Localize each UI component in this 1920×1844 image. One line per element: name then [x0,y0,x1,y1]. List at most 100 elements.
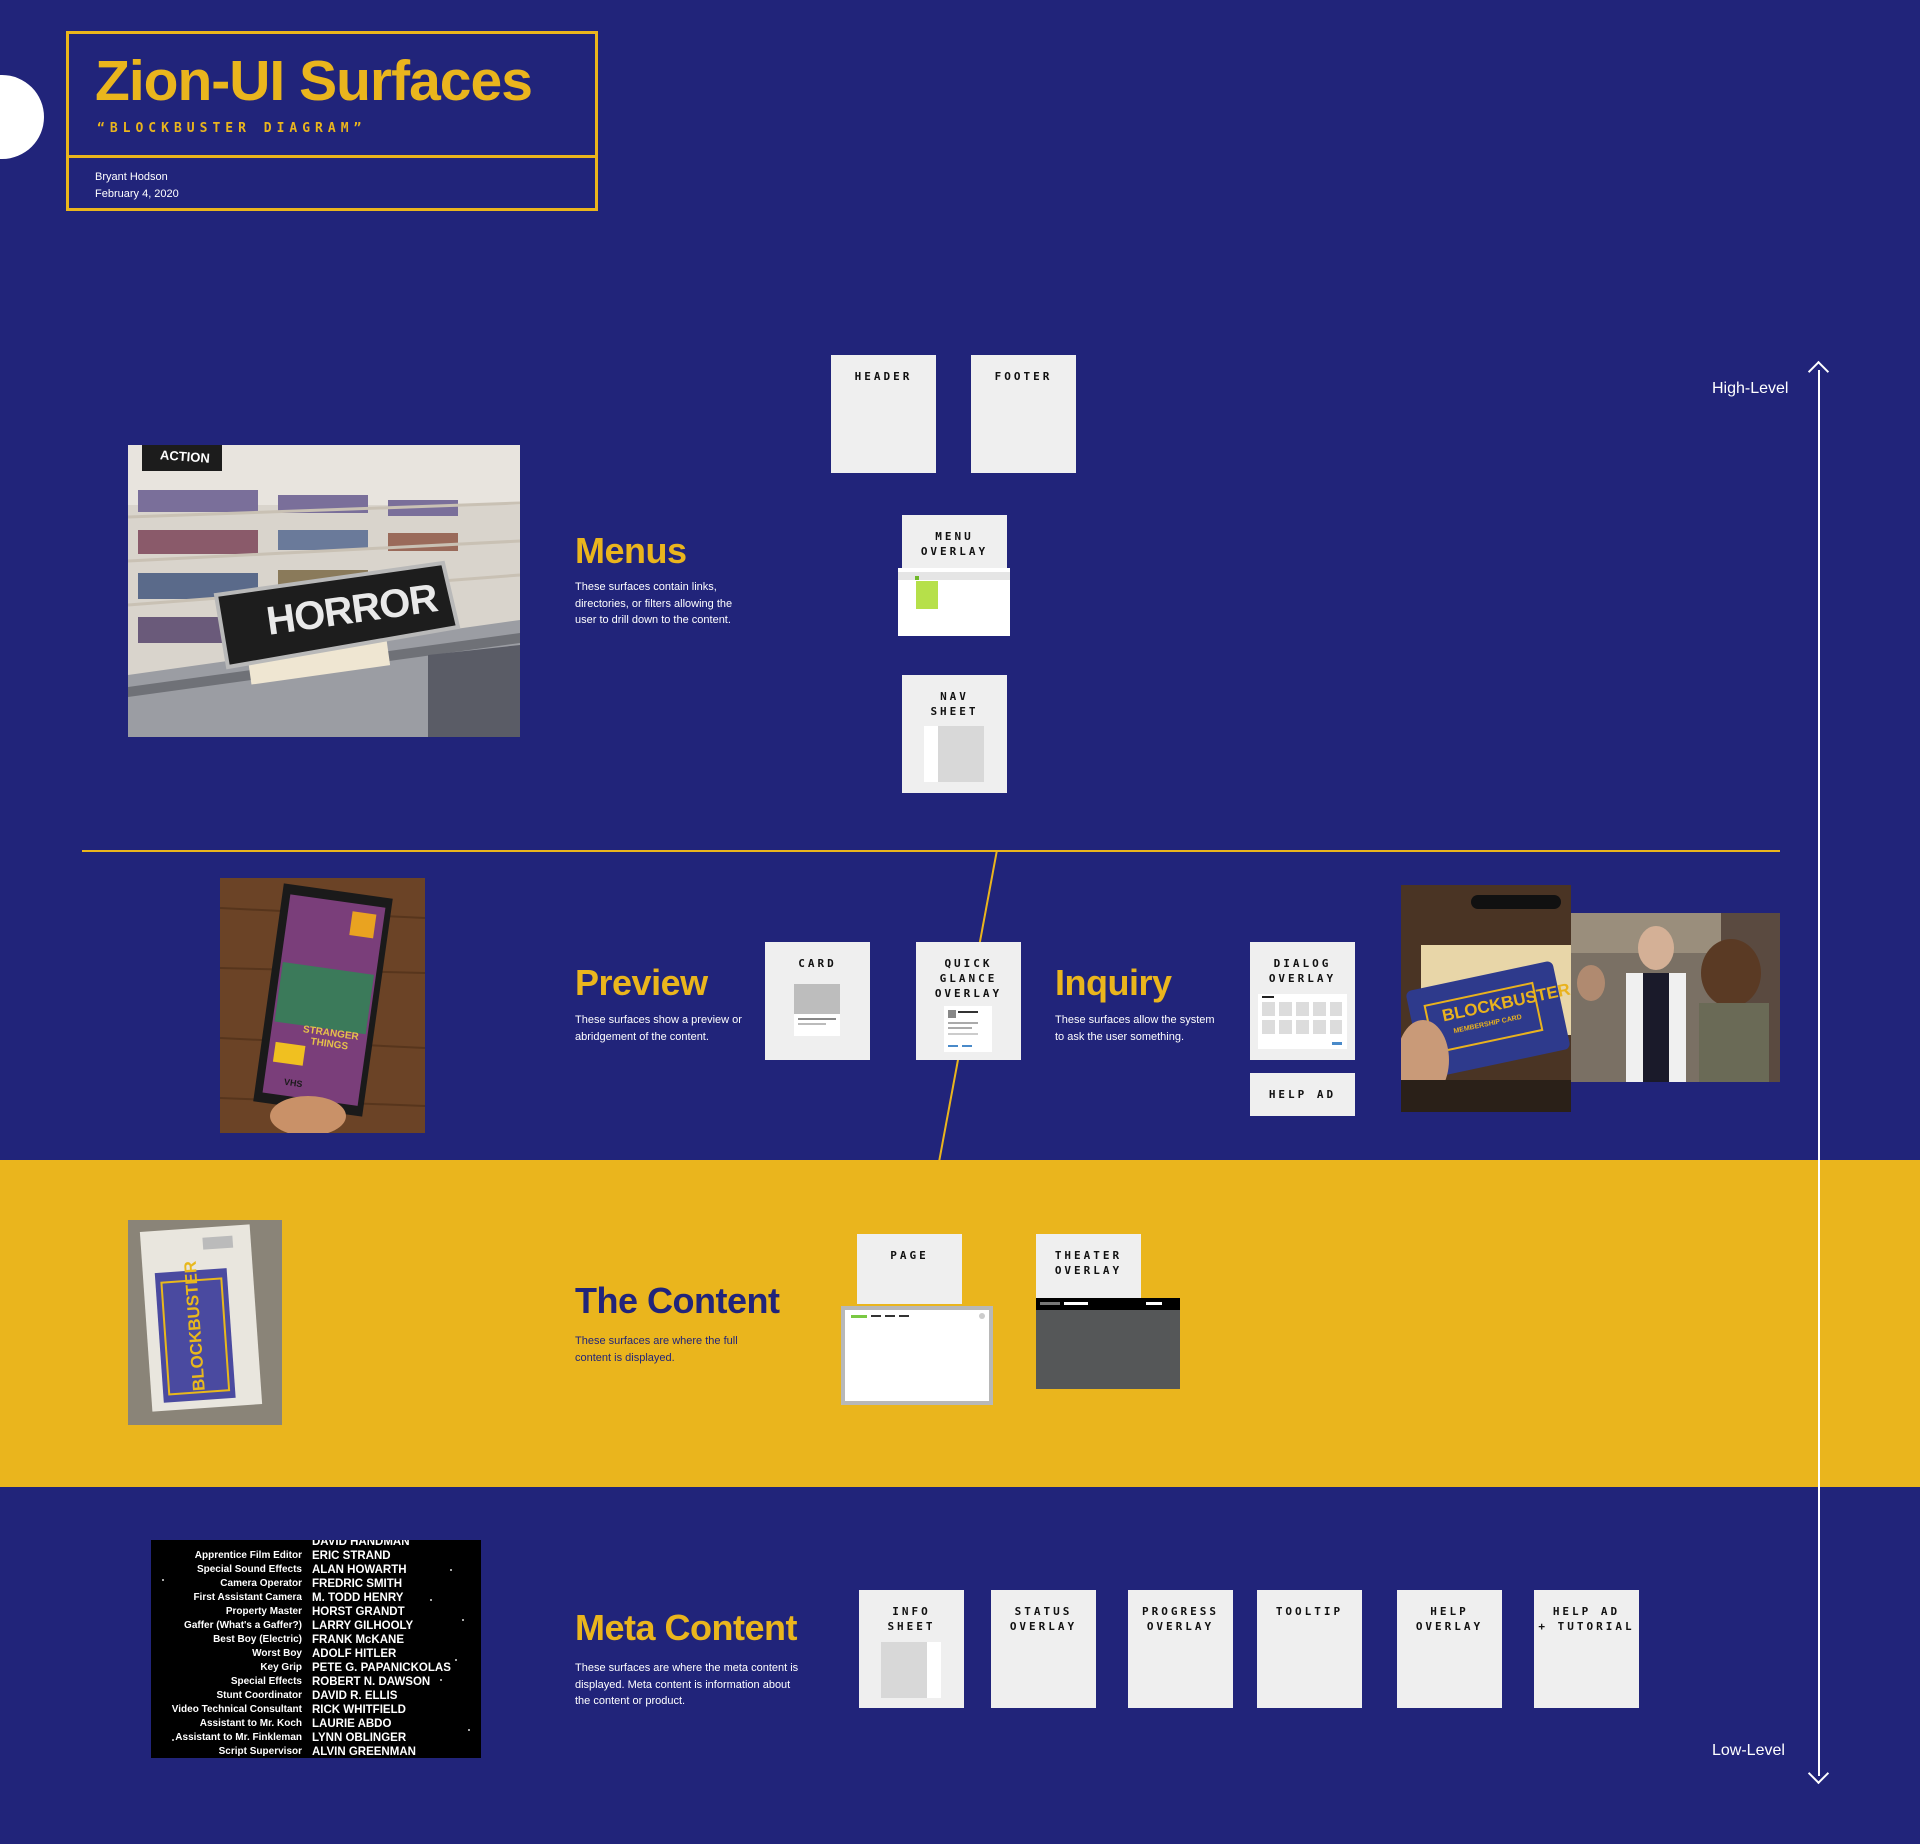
content-title: The Content [575,1280,780,1321]
page-illustration [841,1306,993,1405]
nav-sheet-drawer-illustration [924,726,938,782]
axis-high-label: High-Level [1712,380,1789,397]
decorative-circle [0,75,44,159]
footer-surface: FOOTER [971,355,1076,473]
horror-shelf-photo: ACTION HORROR [128,445,520,737]
meta-description: These surfaces are where the meta conten… [575,1662,799,1707]
help-ad-surface: HELP AD [1250,1073,1355,1116]
help-overlay-label: HELP OVERLAY [1415,1605,1484,1633]
card-surface: CARD [765,942,870,1060]
page-logo-illustration [851,1315,867,1318]
page-avatar-illustration [979,1313,985,1319]
date: February 4, 2020 [95,188,179,200]
nav-sheet-label: NAV SHEET [930,690,979,718]
credit-role: Camera Operator [220,1578,302,1589]
meta-title: Meta Content [575,1607,798,1648]
level-axis [1818,370,1820,1776]
theater-icons-illustration [1146,1302,1162,1305]
credit-role: Key Grip [260,1662,302,1673]
info-sheet-panel-illustration [927,1642,941,1698]
inquiry-description: These surfaces allow the system to ask t… [1055,1014,1215,1043]
qg-action-illustration [962,1045,972,1047]
quick-glance-label: QUICK GLANCE OVERLAY [934,957,1003,1000]
dialog-illustration [1258,994,1347,1049]
card-text-line [798,1023,826,1025]
menu-dropdown-illustration [916,581,938,609]
tooltip-surface: TOOLTIP [1257,1590,1362,1708]
menu-overlay-label: MENU OVERLAY [920,530,989,558]
dialog-overlay-label: DIALOG OVERLAY [1268,957,1337,985]
header-surface: HEADER [831,355,936,473]
credits-row: Special Sound Effects ALAN HOWARTH [151,1563,481,1577]
menu-overlay-illustration [898,568,1010,636]
credit-role: Special Effects [230,1676,302,1687]
stranger-things-vhs-photo: STRANGER THINGS VHS [220,878,425,1133]
credits-row: Gaffer (What's a Gaffer?)LARRY GILHOOLY [151,1619,481,1633]
page-nav-illustration [871,1315,881,1317]
card-text-line [798,1018,836,1020]
page-subtitle: “BLOCKBUSTER DIAGRAM” [97,121,367,136]
card-illustration [794,984,840,1036]
credit-role: Video Technical Consultant [171,1704,302,1715]
credit-name: RICK WHITFIELD [312,1704,406,1716]
title-rule [69,155,595,158]
credit-name: FRANK McKANE [312,1634,404,1646]
credit-name: FREDRIC SMITH [312,1578,403,1590]
credits-row: Script Supervisor ALVIN GREENMAN [151,1745,481,1758]
card-image-illustration [794,984,840,1014]
page-surface: PAGE [857,1234,962,1304]
author: Bryant Hodson [95,171,168,183]
menus-title: Menus [575,530,687,571]
credit-name: HORST GRANDT [312,1606,405,1618]
credit-role: Special Sound Effects [196,1564,302,1575]
credit-role: Script Supervisor [218,1746,302,1757]
credit-role: Assistant to Mr. Finkleman [175,1732,302,1743]
qg-text-line [948,1022,978,1024]
theater-overlay-label: THEATER OVERLAY [1054,1249,1123,1277]
credits-row: Worst Boy ADOLF HITLER [151,1647,481,1661]
theater-controls-illustration [1040,1302,1060,1305]
title-meta: Bryant Hodson February 4, 2020 [95,169,179,203]
menu-overlay-surface: MENU OVERLAY [902,515,1007,575]
preview-description: These surfaces show a preview or abridge… [575,1014,742,1043]
title-block: Zion-UI Surfaces “BLOCKBUSTER DIAGRAM” B… [66,31,598,211]
credits-row: Special Effects ROBERT N. DAWSON [151,1675,481,1689]
help-ad-label: HELP AD [1268,1088,1337,1101]
credit-name: ROBERT N. DAWSON [312,1676,431,1688]
membership-card-photo: BLOCKBUSTER MEMBERSHIP CARD [1401,885,1571,1112]
progress-overlay-surface: PROGRESS OVERLAY [1128,1590,1233,1708]
credit-role: First Assistant Camera [193,1592,302,1603]
credits-row: Camera Operator FREDRIC SMITH [151,1577,481,1591]
theater-title-illustration [1064,1302,1088,1305]
theater-illustration [1036,1298,1180,1389]
illustration-bar [898,572,1010,580]
credit-name: ALVIN GREENMAN [312,1746,416,1758]
credits-row: Assistant to Mr. Koch LAURIE ABDO [151,1717,481,1731]
credits-row: DAVID HANDMAN [151,1540,481,1549]
credit-name: M. TODD HENRY [312,1592,404,1604]
credit-role: Stunt Coordinator [216,1690,302,1701]
progress-overlay-label: PROGRESS OVERLAY [1142,1605,1219,1633]
status-overlay-surface: STATUS OVERLAY [991,1590,1096,1708]
credit-name: LAURIE ABDO [312,1718,392,1730]
dialog-title-line [1262,996,1274,998]
credit-name: ALAN HOWARTH [312,1564,407,1576]
credits-row: Best Boy (Electric) FRANK McKANE [151,1633,481,1647]
credit-name: ADOLF HITLER [312,1648,397,1660]
inquiry-title: Inquiry [1055,962,1172,1003]
credits-row: Video Technical Consultant RICK WHITFIELD [151,1703,481,1717]
credit-role: Assistant to Mr. Koch [199,1718,302,1729]
credit-role: Best Boy (Electric) [213,1634,302,1645]
credit-role: Worst Boy [252,1648,302,1659]
theater-toolbar-illustration [1036,1298,1180,1310]
quick-glance-illustration [944,1006,992,1052]
content-description: These surfaces are where the full conten… [575,1335,738,1364]
card-label: CARD [798,957,837,970]
blockbuster-case-photo: BLOCKBUSTER [128,1220,282,1425]
